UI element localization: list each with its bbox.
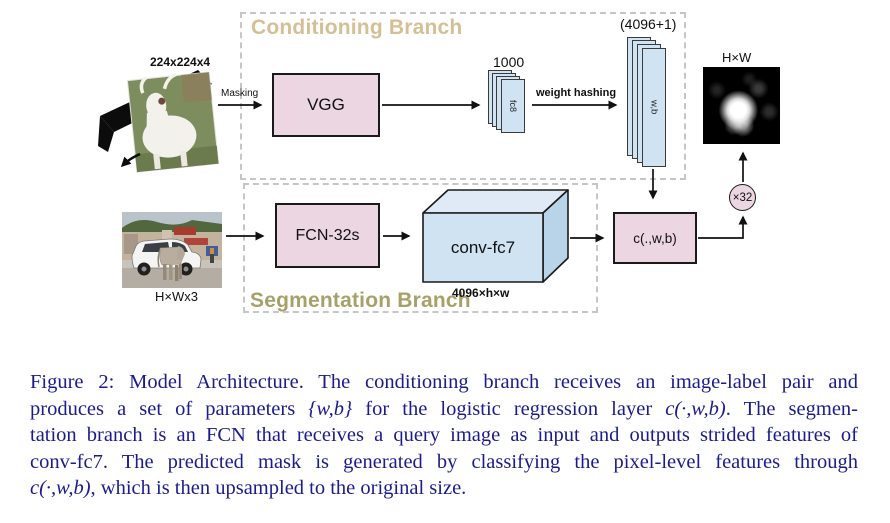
predicted-mask-image (703, 67, 780, 144)
upsample-node: ×32 (729, 184, 756, 211)
fc8-label: fc8 (508, 99, 518, 112)
fc8-count-label: 1000 (493, 54, 525, 70)
masking-label: Masking (221, 88, 259, 99)
fcn-label: FCN-32s (295, 226, 360, 244)
cow-shape (157, 246, 185, 281)
convfc7-label-wrap: conv-fc7 (423, 213, 543, 282)
support-photo (126, 71, 220, 173)
wb-stack: w,b (627, 37, 669, 169)
convfc7-label: conv-fc7 (450, 237, 516, 257)
segmentation-branch-title: Segmentation Branch (250, 289, 471, 312)
wb-plate-front: w,b (642, 48, 666, 167)
support-image (98, 70, 220, 173)
fcn-box: FCN-32s (275, 203, 380, 268)
conditioning-branch-box (240, 12, 686, 180)
mask-corner-arrow (120, 152, 141, 168)
weight-hashing-label: weight hashing (536, 87, 617, 99)
classifier-label: c(.,w,b) (633, 230, 677, 246)
fc8-plate-front: fc8 (501, 79, 525, 133)
arrow-classifier-to-upsample (698, 215, 748, 239)
convfc7-box (422, 189, 569, 283)
wb-count-label: (4096+1) (620, 16, 677, 32)
support-image-size-label: 224x224x4 (150, 55, 211, 69)
query-image (122, 212, 222, 288)
conditioning-branch-title: Conditioning Branch (251, 16, 463, 39)
wb-label: w,b (648, 100, 660, 115)
output-size-label: H×W (722, 50, 752, 65)
fc8-stack: fc8 (488, 70, 530, 136)
query-image-size-label: H×Wx3 (155, 289, 198, 304)
vgg-label: VGG (307, 95, 345, 114)
classifier-box: c(.,w,b) (613, 212, 697, 264)
figure-caption: Figure 2: Model Architecture. The condit… (30, 371, 859, 499)
convfc7-dims-label: 4096×h×w (452, 286, 510, 300)
vgg-box: VGG (272, 73, 380, 137)
segmentation-branch-box (243, 183, 598, 313)
upsample-label: ×32 (732, 191, 753, 204)
